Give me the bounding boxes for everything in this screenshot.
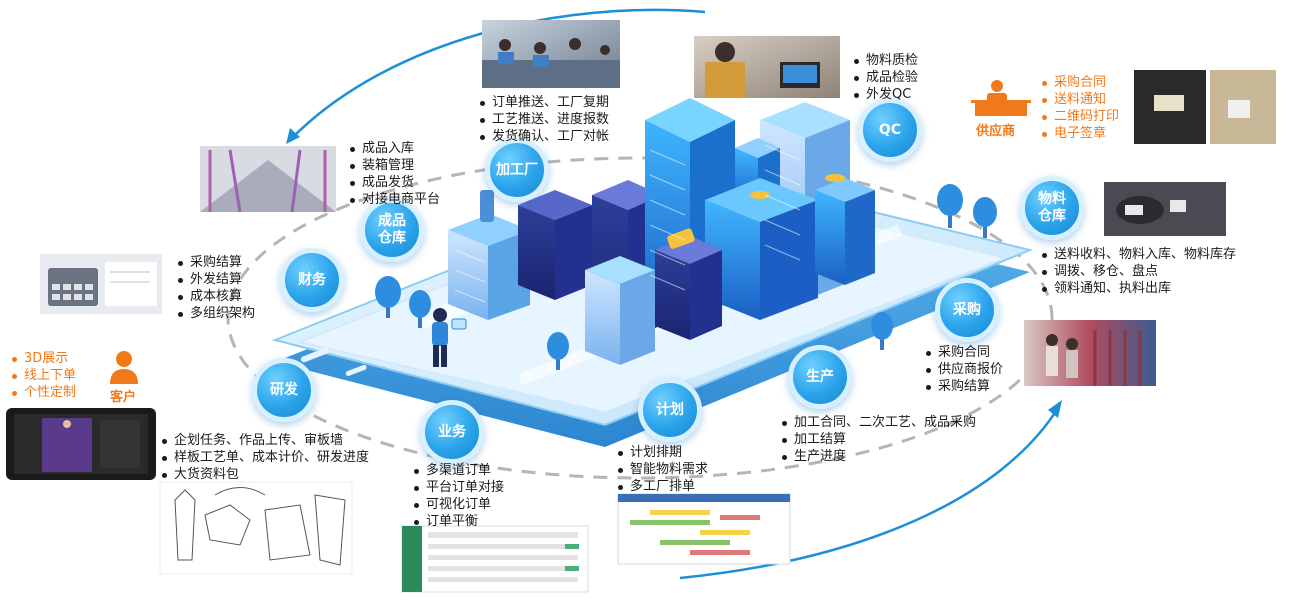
list-qc: 物料质检 成品检验 外发QC [852,52,918,103]
list-item: 多工厂排单 [616,478,708,495]
orbit-ellipse [226,156,1054,480]
node-finance[interactable]: 财务 [280,248,344,312]
photo-tablet-3d [6,408,156,480]
list-item: 电子签章 [1040,125,1119,142]
list-rnd: 企划任务、作品上传、审板墙 样板工艺单、成本计价、研发进度 大货资料包 [160,432,369,483]
list-item: 外发QC [852,86,918,103]
list-item: 二维码打印 [1040,108,1119,125]
node-rnd[interactable]: 研发 [252,358,316,422]
list-item: 装箱管理 [348,157,440,174]
node-qc[interactable]: QC [858,98,922,162]
photo-factory-workers [482,20,620,88]
list-supplier: 采购合同 送料通知 二维码打印 电子签章 [1040,74,1119,142]
list-item: 计划排期 [616,444,708,461]
list-item: 领料通知、执料出库 [1040,280,1236,297]
list-item: 个性定制 [10,384,76,401]
list-item: 物料质检 [852,52,918,69]
list-material-warehouse: 送料收料、物料入库、物料库存 调拨、移仓、盘点 领料通知、执料出库 [1040,246,1236,297]
list-customer: 3D展示 线上下单 个性定制 [10,350,76,401]
list-item: 成品入库 [348,140,440,157]
list-item: 生产进度 [780,448,976,465]
list-item: 送料收料、物料入库、物料库存 [1040,246,1236,263]
node-factory[interactable]: 加工厂 [485,138,549,202]
top-arc-arrow [291,8,706,139]
city-buildings [448,98,875,365]
list-production: 加工合同、二次工艺、成品采购 加工结算 生产进度 [780,414,976,465]
list-item: 线上下单 [10,367,76,384]
list-item: 采购合同 [1040,74,1119,91]
photo-order-software [401,525,589,593]
node-product-warehouse[interactable]: 成品仓库 [360,198,424,262]
list-item: 发货确认、工厂对帐 [478,128,609,145]
node-production[interactable]: 生产 [788,345,852,409]
photo-clothing-store [1024,320,1156,386]
list-product-warehouse: 成品入库 装箱管理 成品发货 对接电商平台 [348,140,440,208]
list-item: 采购结算 [924,378,1003,395]
list-item: 订单推送、工厂复期 [478,94,609,111]
list-item: 送料通知 [1040,91,1119,108]
list-factory: 订单推送、工厂复期 工艺推送、进度报数 发货确认、工厂对帐 [478,94,609,145]
person-with-tablet [432,308,467,367]
bottom-arc-arrow [679,407,1060,580]
list-item: 成品发货 [348,174,440,191]
photo-schedule-software [617,493,791,565]
list-item: 加工结算 [780,431,976,448]
list-item: 可视化订单 [412,496,504,513]
list-plan: 计划排期 智能物料需求 多工厂排单 [616,444,708,495]
photo-warehouse-racks [200,146,336,213]
arrow-head-icon [286,128,300,144]
photo-supplier-labels [1134,70,1276,144]
photo-finance-calculator [40,254,162,314]
list-item: 外发结算 [176,271,255,288]
list-finance: 采购结算 外发结算 成本核算 多组织架构 [176,254,255,322]
list-item: 供应商报价 [924,361,1003,378]
arrow-head-icon [1048,400,1062,418]
list-purchase: 采购合同 供应商报价 采购结算 [924,344,1003,395]
list-item: 工艺推送、进度报数 [478,111,609,128]
list-item: 订单平衡 [412,513,504,530]
trees [375,184,997,370]
list-item: 调拨、移仓、盘点 [1040,263,1236,280]
list-item: 加工合同、二次工艺、成品采购 [780,414,976,431]
list-item: 平台订单对接 [412,479,504,496]
list-item: 多组织架构 [176,305,255,322]
list-item: 采购结算 [176,254,255,271]
node-material-warehouse[interactable]: 物料仓库 [1020,176,1084,240]
list-item: 成本核算 [176,288,255,305]
list-item: 企划任务、作品上传、审板墙 [160,432,369,449]
list-item: 成品检验 [852,69,918,86]
list-item: 3D展示 [10,350,76,367]
person-desk-icon [971,80,1031,116]
list-item: 样板工艺单、成本计价、研发进度 [160,449,369,466]
role-customer-label: 客户 [110,390,137,405]
role-supplier-label: 供应商 [976,124,1016,139]
node-plan[interactable]: 计划 [638,378,702,442]
list-item: 智能物料需求 [616,461,708,478]
list-item: 大货资料包 [160,466,369,483]
list-item: 多渠道订单 [412,462,504,479]
photo-qc-inspection [694,36,840,98]
photo-sewing-patterns [159,481,353,575]
list-business: 多渠道订单 平台订单对接 可视化订单 订单平衡 [412,462,504,530]
list-item: 采购合同 [924,344,1003,361]
list-item: 对接电商平台 [348,191,440,208]
node-business[interactable]: 业务 [420,400,484,464]
photo-fabric-materials [1104,182,1226,236]
person-icon [110,351,138,384]
node-purchase[interactable]: 采购 [935,278,999,342]
